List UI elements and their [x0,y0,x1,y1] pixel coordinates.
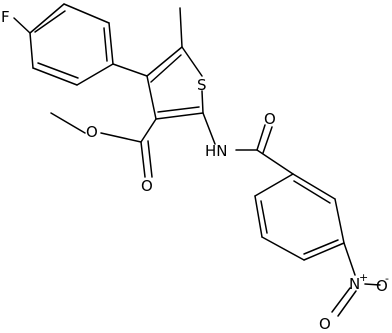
bond [146,46,183,77]
bond [13,17,31,34]
amide-nitrogen-label: HN [205,142,228,160]
bond [303,242,345,261]
bond [112,63,148,77]
bond [254,195,263,238]
bond [293,180,331,204]
bond [364,283,381,286]
bond [76,63,114,86]
amide-group [202,112,294,175]
bond [202,112,216,145]
amide-oxygen-label: O [264,110,276,128]
ester-ether-oxygen-label: O [86,123,98,141]
bond [50,112,86,134]
bond [155,112,204,120]
nitro-plus-charge: + [359,271,368,284]
bond [256,124,266,151]
sulfur-atom-label: S [197,76,207,94]
bond [181,46,203,77]
bond [108,22,114,65]
fluorophenyl-ring [13,3,114,86]
bond [32,67,78,86]
bond [29,3,65,34]
bond [140,141,146,178]
ester-carbonyl-oxygen-label: O [141,177,153,195]
bond [256,149,294,175]
bond [261,236,305,261]
bond [150,54,182,83]
bond [331,287,351,313]
bond [262,126,273,154]
bond [157,106,200,113]
thiophene-ring [146,46,204,120]
bond [303,239,339,255]
bond [63,3,110,24]
bond [292,173,336,200]
nitrophenyl-ring [254,173,345,261]
bond [37,62,79,79]
nitro-group [331,242,381,317]
nitro-oxygen-minus-label: O [376,277,388,295]
bond [100,132,142,143]
bond [254,173,294,197]
bond [337,290,357,317]
fluorine-atom-label: F [1,8,10,26]
bond [260,200,268,234]
bond [146,75,157,120]
bond [103,27,108,62]
nitro-oxygen-top-label: O [319,315,331,333]
nitro-minus-charge: - [385,272,389,285]
methyl-ester [50,112,157,178]
bond [140,118,157,143]
bond [201,90,204,114]
bond [179,7,183,48]
nitro-nitrogen-label: N [349,275,360,293]
bond [334,198,345,244]
bond [343,242,356,276]
bond [34,10,66,33]
bond [147,140,153,178]
bond [29,32,34,69]
